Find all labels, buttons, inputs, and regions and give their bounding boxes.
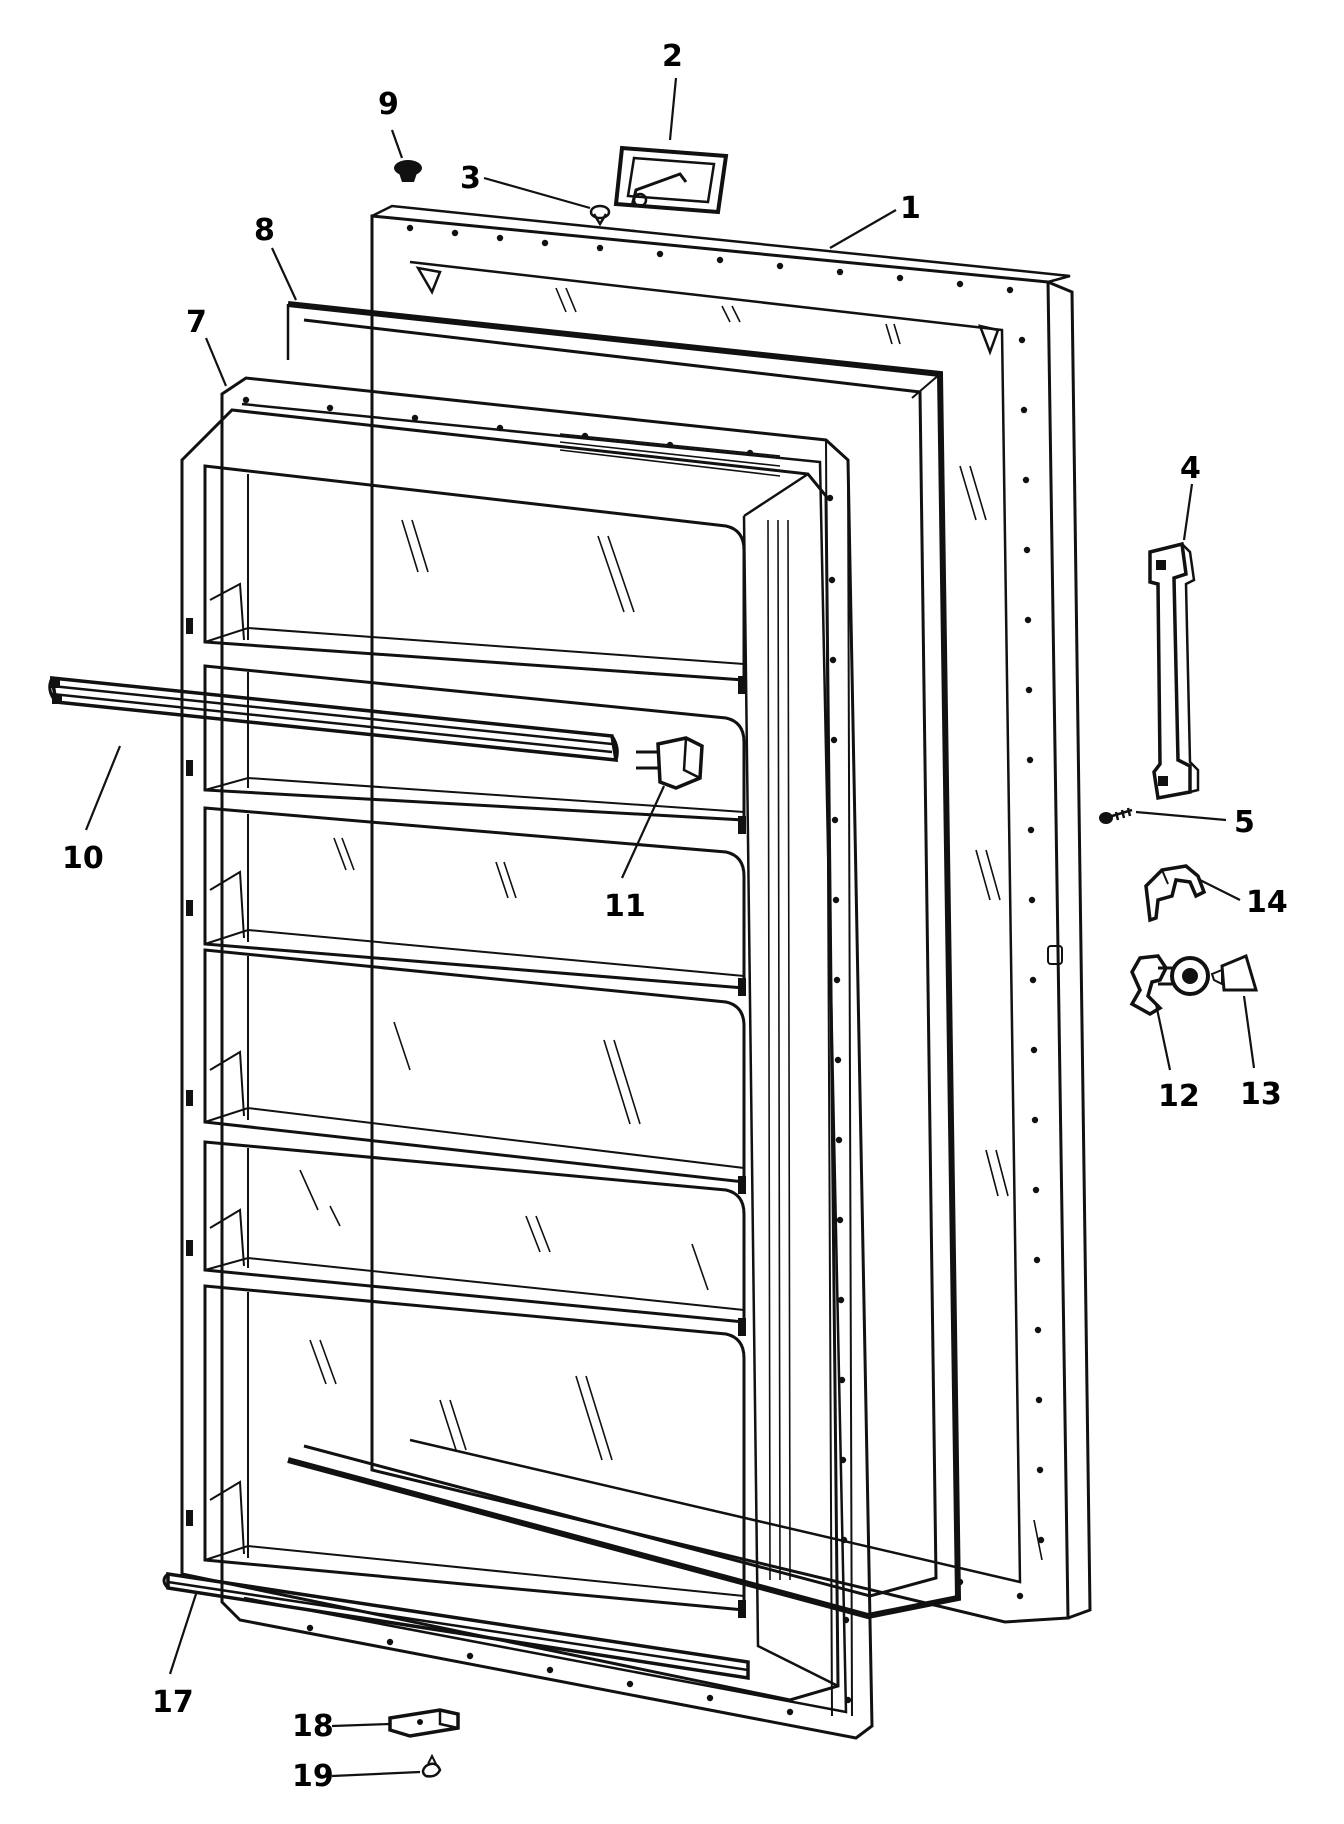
liner-shelf-compartments — [186, 464, 746, 1618]
clip-part-18 — [388, 1708, 460, 1738]
callout-19: 19 — [292, 1759, 334, 1794]
screw-part-5 — [1099, 807, 1133, 824]
door-handle — [1148, 541, 1200, 801]
callout-4: 4 — [1180, 451, 1201, 486]
latch-clip-part-14 — [1144, 864, 1207, 923]
callout-labels: 1 2 3 4 5 7 8 9 10 11 12 13 14 17 18 19 — [62, 39, 1288, 1794]
callout-17: 17 — [152, 1685, 194, 1720]
callout-18: 18 — [292, 1709, 334, 1744]
screw-part-19 — [421, 1753, 442, 1778]
bar-bracket-part-11 — [636, 736, 704, 790]
callout-11: 11 — [604, 889, 646, 924]
callout-3: 3 — [460, 161, 481, 196]
outer-panel-screw-holes — [406, 224, 1045, 1600]
door-gasket — [286, 301, 962, 1620]
shelf-bar-part-10 — [48, 676, 619, 762]
door-liner — [180, 376, 874, 1740]
callout-7: 7 — [186, 305, 207, 340]
latch-part-12 — [1129, 954, 1210, 1017]
outer-door-panel — [370, 204, 1092, 1624]
liner-screw-holes — [242, 396, 852, 1716]
bottom-bar-part-17 — [162, 1571, 750, 1681]
callout-12: 12 — [1158, 1079, 1200, 1114]
callout-13: 13 — [1240, 1077, 1282, 1112]
leader-lines — [84, 77, 1256, 1778]
hinge-bracket — [613, 145, 729, 215]
screw-part-3 — [589, 204, 611, 227]
strike-part-13 — [1210, 953, 1259, 992]
callout-5: 5 — [1234, 805, 1255, 840]
callout-14: 14 — [1246, 885, 1288, 920]
callout-2: 2 — [662, 39, 683, 74]
callout-8: 8 — [254, 213, 275, 248]
plug-part-9 — [394, 160, 422, 182]
callout-1: 1 — [900, 191, 921, 226]
callout-9: 9 — [378, 87, 399, 122]
callout-10: 10 — [62, 841, 104, 876]
